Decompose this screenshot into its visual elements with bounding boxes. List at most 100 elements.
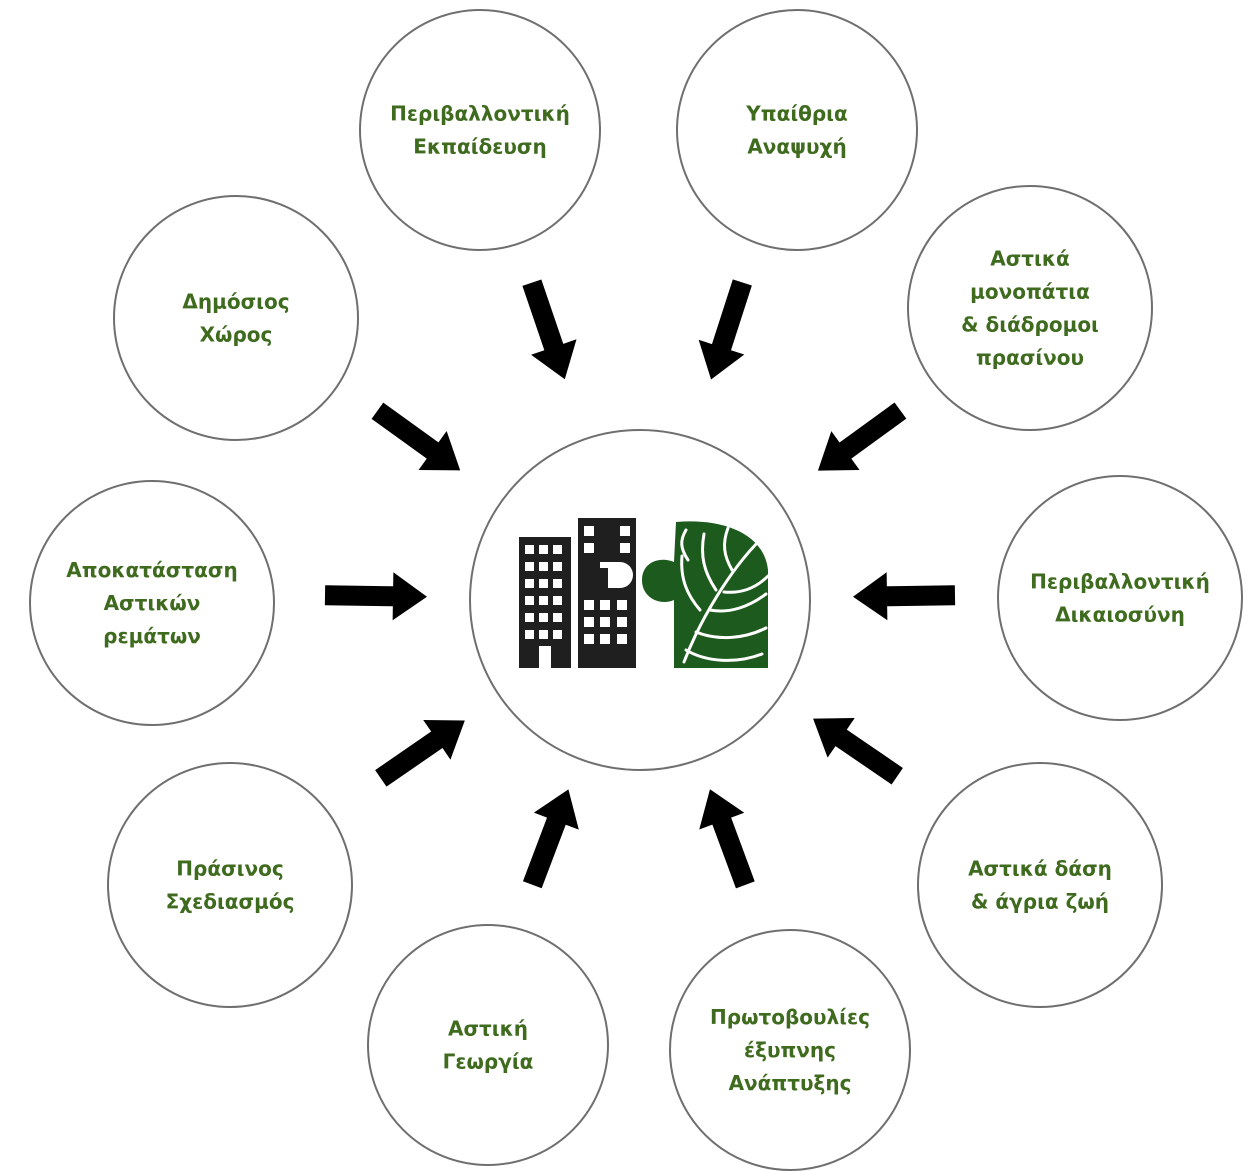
arrow-environmental-justice (853, 572, 956, 621)
window (584, 617, 594, 627)
arrow-icon (375, 720, 465, 787)
node-circle (359, 9, 601, 251)
window (584, 543, 594, 553)
arrow-icon (522, 789, 579, 889)
window (553, 630, 562, 639)
node-label-line: Αστικά (990, 247, 1070, 271)
arrow-stream-restoration (324, 572, 427, 621)
arrow-icon (371, 402, 461, 471)
window (539, 562, 548, 571)
window (525, 545, 534, 554)
window (553, 545, 562, 554)
node-label-line: Χώρος (200, 323, 273, 347)
window (525, 579, 534, 588)
node-label-line: Γεωργία (443, 1050, 534, 1074)
window (584, 600, 594, 610)
node-label-line: Υπαίθρια (745, 102, 847, 126)
window (617, 634, 627, 644)
center-circle (469, 429, 811, 771)
nodes: ΠεριβαλλοντικήΕκπαίδευσηΥπαίθριαΑναψυχήΑ… (29, 9, 1243, 1171)
window (600, 600, 610, 610)
arrow-outdoor-recreation (698, 279, 752, 380)
node-label-line: & διάδρομοι (961, 313, 1099, 337)
window (525, 630, 534, 639)
node-label-line: Δημόσιος (182, 290, 289, 314)
arrow-environmental-education (522, 279, 577, 380)
window (539, 596, 548, 605)
window (617, 617, 627, 627)
node-label-line: Πρωτοβουλίες (710, 1005, 870, 1029)
node-label-line: Αποκατάσταση (66, 558, 237, 582)
node-label-line: Αναψυχή (747, 135, 846, 159)
arrow-icon (324, 572, 427, 621)
window (600, 634, 610, 644)
leaf-puzzle-piece (642, 521, 770, 668)
window (553, 596, 562, 605)
node-circle (997, 475, 1243, 721)
arrow-icon (522, 279, 577, 380)
arrows (324, 279, 956, 889)
node-circle (29, 480, 275, 726)
arrow-urban-forests (813, 718, 903, 785)
arrow-urban-agriculture (522, 789, 579, 889)
node-circle (917, 762, 1163, 1008)
node-label-line: Πράσινος (176, 857, 283, 881)
window (584, 634, 594, 644)
window (620, 526, 630, 536)
window (539, 613, 548, 622)
node-label-line: Αστικά δάση (968, 857, 1112, 881)
node-label-line: Αστικών (104, 591, 201, 615)
arrow-urban-trails (817, 402, 907, 471)
node-circle (669, 929, 911, 1171)
arrow-green-design (375, 720, 465, 787)
arrow-icon (817, 402, 907, 471)
node-label-line: Σχεδιασμός (166, 890, 295, 914)
window (525, 613, 534, 622)
node-label-line: Περιβαλλοντική (390, 102, 570, 126)
node-circle (367, 924, 609, 1166)
center-hub (469, 429, 811, 771)
city-and-leaf-puzzle-icon (519, 518, 770, 668)
arrow-icon (699, 789, 755, 889)
node-label-line: ρεμάτων (103, 624, 201, 648)
arrow-smart-growth (699, 789, 755, 889)
node-label-line: Εκπαίδευση (413, 135, 546, 159)
window (620, 543, 630, 553)
node-label-line: έξυπνης (744, 1038, 836, 1062)
node-label-line: & άγρια ζωή (971, 890, 1109, 914)
window (525, 562, 534, 571)
node-circle (107, 762, 353, 1008)
node-urban-trails: Αστικά μονοπάτια & διάδρομοι πρασίνου (907, 185, 1153, 431)
node-circle (907, 185, 1153, 431)
node-label-line: Δικαιοσύνη (1055, 603, 1185, 627)
arrow-public-space (371, 402, 461, 471)
node-label-line: Αστική (448, 1017, 528, 1041)
building-left (519, 537, 571, 668)
arrow-icon (698, 279, 752, 380)
window (539, 579, 548, 588)
window (539, 630, 548, 639)
node-urban-forests: Αστικά δάση & άγρια ζωή (917, 762, 1163, 1008)
node-label-line: μονοπάτια (970, 280, 1090, 304)
node-circle (676, 9, 918, 251)
window (553, 562, 562, 571)
building-right (578, 518, 636, 668)
node-label-line: πρασίνου (976, 346, 1084, 370)
window (584, 526, 594, 536)
arrow-icon (853, 572, 956, 621)
window (553, 579, 562, 588)
window (525, 596, 534, 605)
window (553, 613, 562, 622)
node-label-line: Περιβαλλοντική (1030, 570, 1210, 594)
arrow-icon (813, 718, 903, 785)
node-label-line: Ανάπτυξης (729, 1071, 852, 1095)
